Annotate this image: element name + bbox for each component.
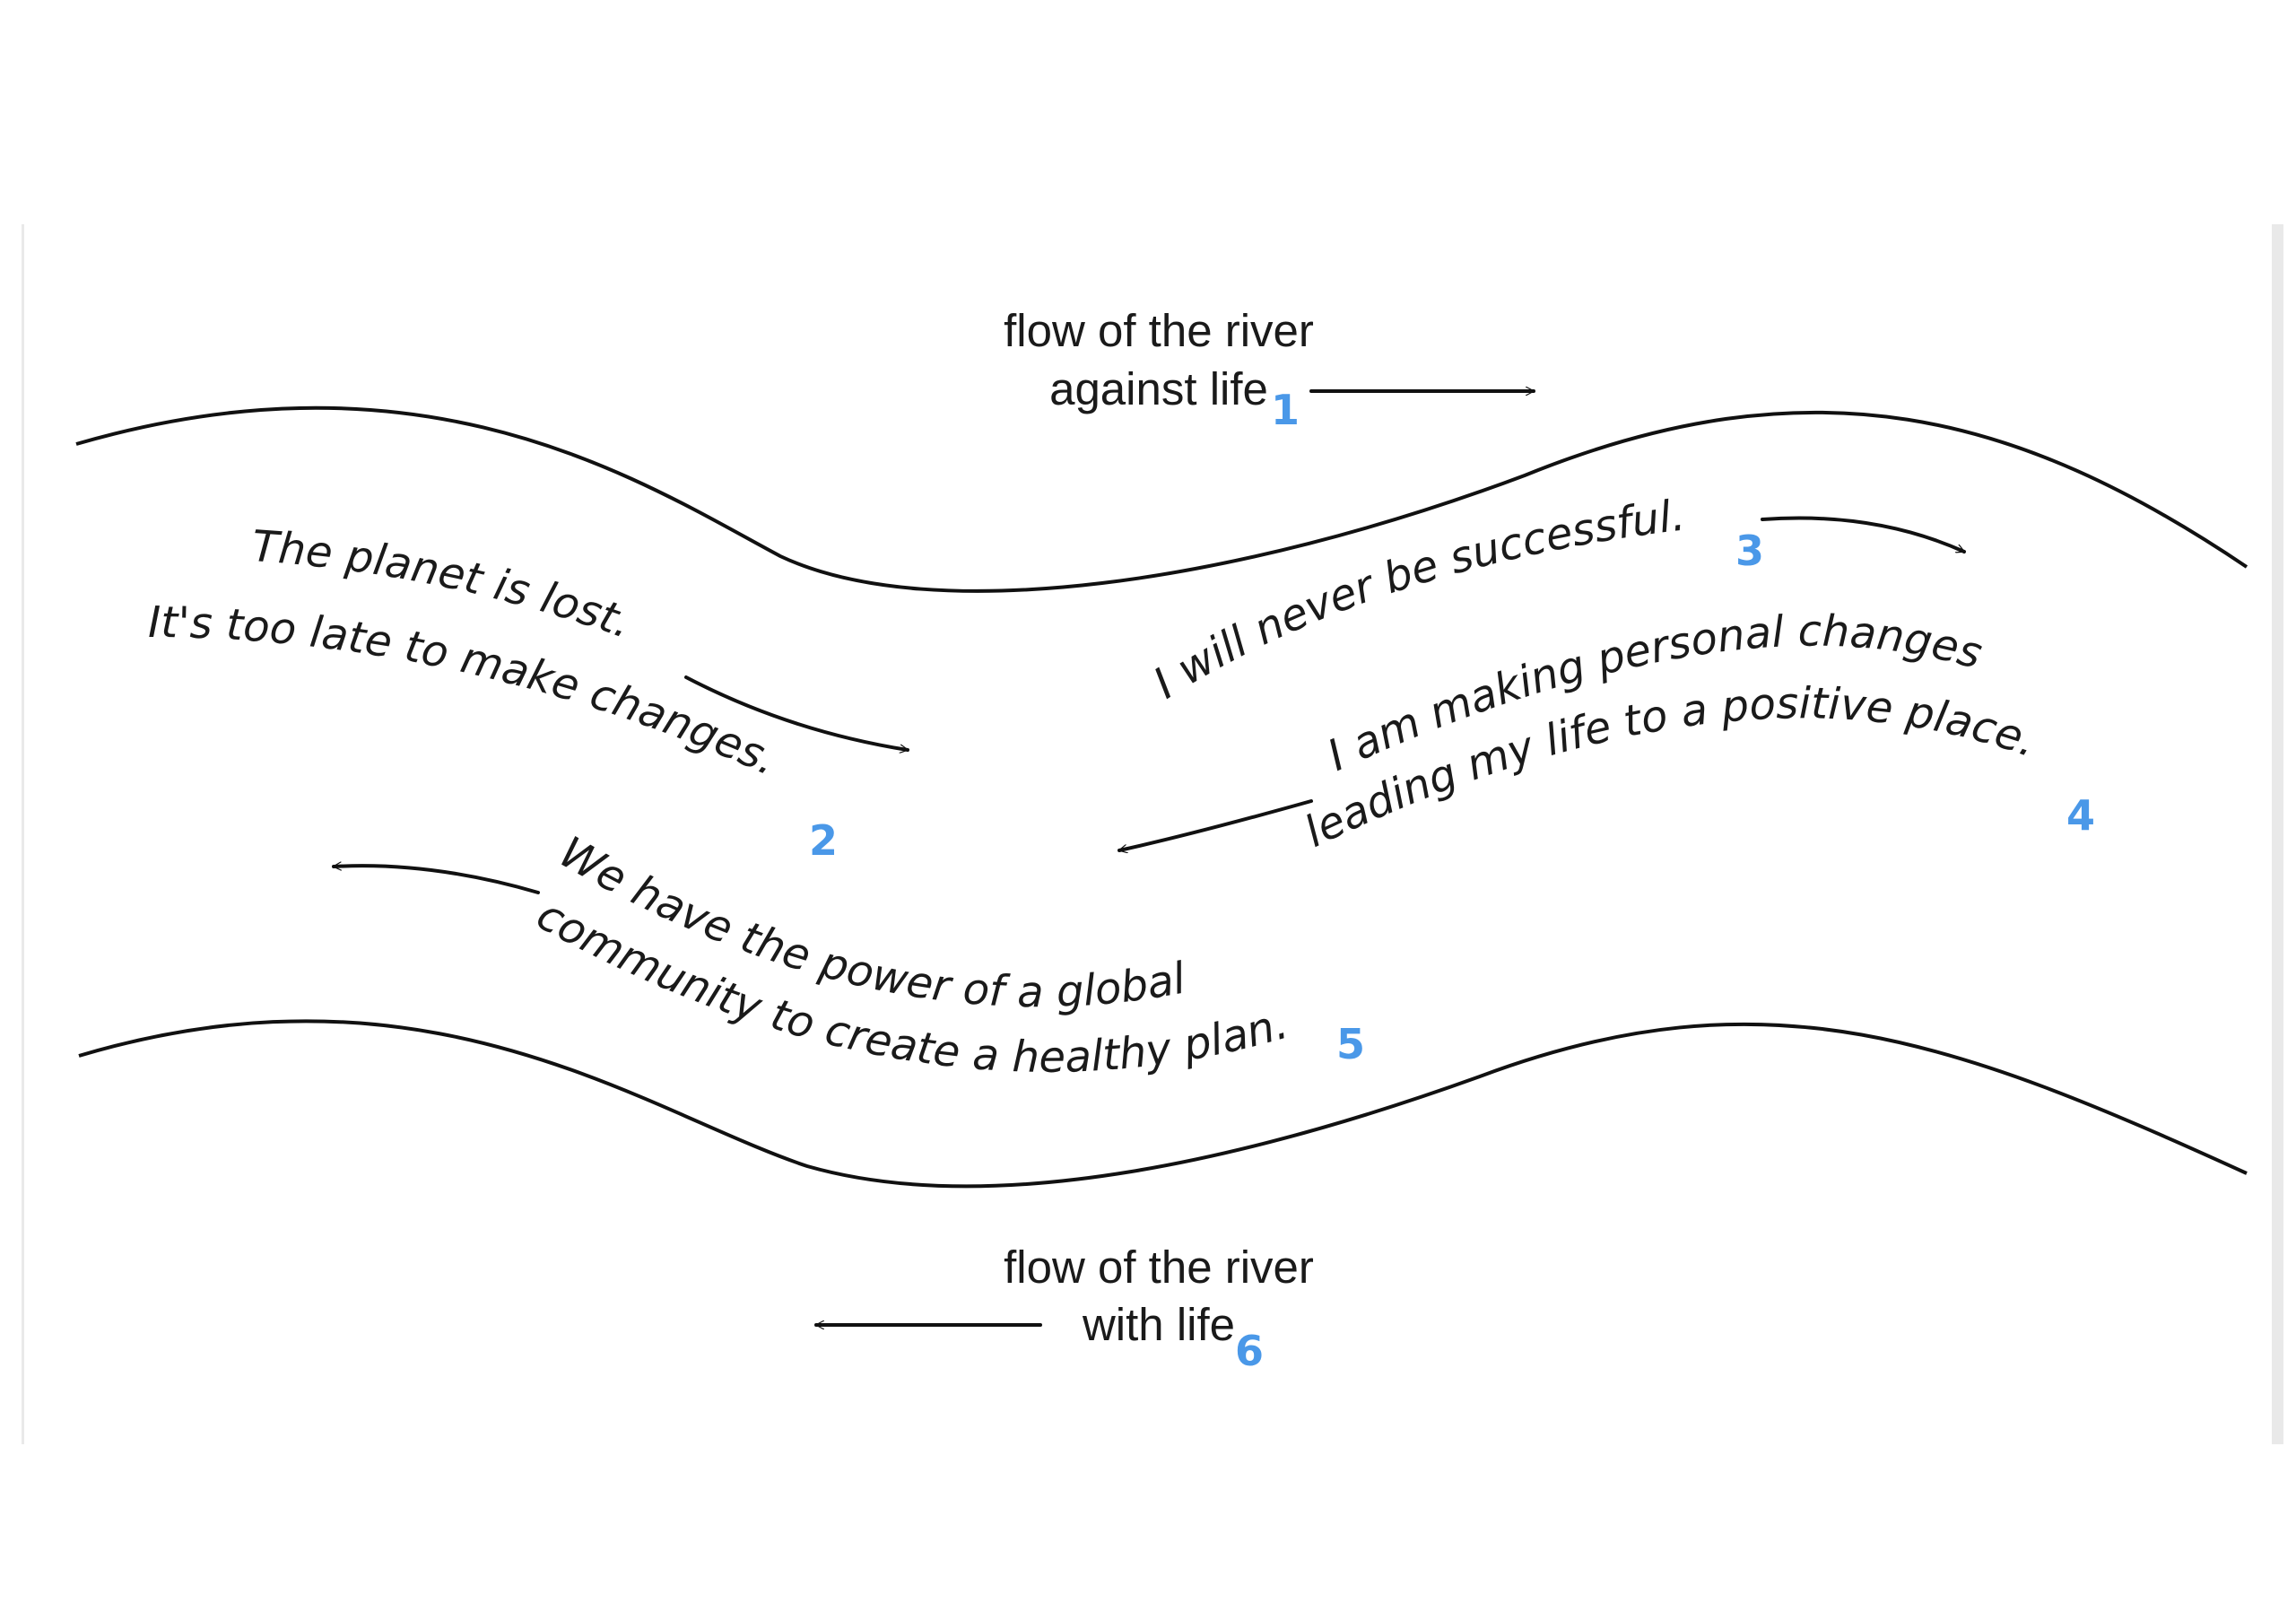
marker-6: 6 bbox=[1235, 1327, 1264, 1375]
arrow-thought-3 bbox=[1761, 516, 1966, 553]
arrow-thought-5 bbox=[332, 866, 540, 894]
footer-caption-line1: flow of the river bbox=[1004, 1242, 1314, 1293]
header-caption-line2: against life bbox=[1049, 363, 1268, 414]
marker-3: 3 bbox=[1735, 527, 1764, 575]
river-bank-top bbox=[75, 405, 2248, 593]
footer-caption-line2: with life bbox=[1082, 1299, 1235, 1350]
arrow-thought-2 bbox=[684, 675, 909, 750]
thought-2-line2: It's too late to make changes. bbox=[148, 597, 785, 786]
arrow-thought-4 bbox=[1118, 799, 1313, 850]
river-bank-bottom bbox=[78, 1019, 2248, 1189]
frame-left-edge bbox=[22, 224, 24, 1444]
marker-5: 5 bbox=[1336, 1020, 1365, 1068]
marker-1: 1 bbox=[1271, 386, 1300, 434]
marker-4: 4 bbox=[2066, 791, 2095, 840]
marker-2: 2 bbox=[809, 816, 838, 865]
header-caption-line1: flow of the river bbox=[1004, 305, 1314, 356]
frame-right-edge bbox=[2272, 224, 2283, 1444]
